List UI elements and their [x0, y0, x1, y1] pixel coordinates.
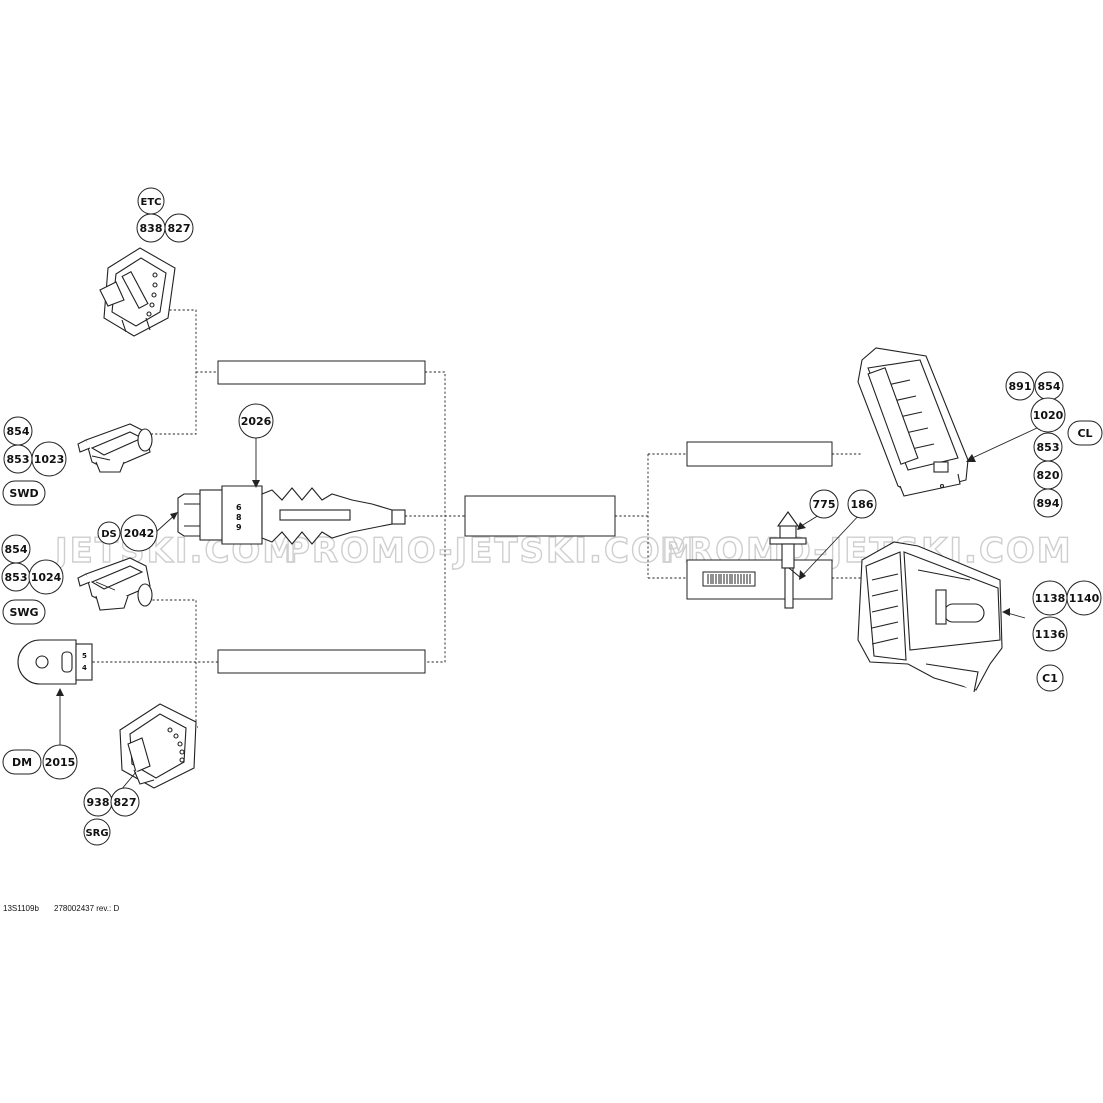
callout-c1: C1 [1042, 672, 1058, 685]
callout-854-a: 854 [7, 425, 30, 438]
callout-854-c: 854 [1038, 380, 1061, 393]
sensor-pin-1: 6 [236, 503, 242, 512]
callout-1140: 1140 [1069, 592, 1100, 605]
srg-connector [119, 703, 197, 789]
callout-1020: 1020 [1033, 409, 1064, 422]
callout-853-b: 853 [5, 571, 28, 584]
callout-894: 894 [1037, 497, 1060, 510]
bellows-sensor [177, 485, 406, 545]
callout-854-b: 854 [5, 543, 28, 556]
callout-dm: DM [12, 756, 32, 769]
callout-827-bottom: 827 [114, 796, 137, 809]
etc-connector [99, 247, 176, 337]
callout-938: 938 [87, 796, 110, 809]
c1-connector [857, 541, 1003, 693]
barcode-label [702, 571, 756, 587]
arrowheads [56, 454, 1010, 696]
callout-820: 820 [1037, 469, 1060, 482]
callout-swd: SWD [9, 487, 38, 500]
callout-186: 186 [851, 498, 874, 511]
swd-connector [77, 423, 153, 473]
callout-ds: DS [101, 529, 117, 540]
callout-1136: 1136 [1035, 628, 1066, 641]
callout-srg: SRG [85, 828, 108, 839]
swg-connector [77, 557, 153, 611]
callout-853-a: 853 [7, 453, 30, 466]
callout-2015: 2015 [45, 756, 76, 769]
fuse-pin [769, 511, 807, 609]
harness-box-bottom [217, 649, 426, 674]
callout-838: 838 [140, 222, 163, 235]
dm-pin-top: 5 [82, 652, 87, 660]
watermark-2: PROMO-JETSKI.COM [285, 531, 698, 571]
sensor-pin-3: 9 [236, 523, 242, 532]
diagram-code: 13S1109b [3, 904, 39, 913]
diagram-reference: 278002437 rev.: D [54, 904, 120, 913]
harness-box-top [217, 360, 426, 385]
callout-2042: 2042 [124, 527, 155, 540]
callout-rounded-labels [2, 420, 1103, 775]
sensor-pin-2: 8 [236, 513, 242, 522]
callout-891: 891 [1009, 380, 1032, 393]
harness-box-right-top [686, 441, 833, 467]
callout-etc: ETC [141, 197, 162, 208]
callout-827-top: 827 [168, 222, 191, 235]
callout-1024: 1024 [31, 571, 62, 584]
callout-1023: 1023 [34, 453, 65, 466]
dm-pin-bottom: 4 [82, 664, 87, 672]
callout-775: 775 [813, 498, 836, 511]
dm-module [17, 639, 93, 685]
harness-box-center [464, 495, 616, 537]
callout-1138: 1138 [1035, 592, 1066, 605]
callout-cl: CL [1077, 427, 1092, 440]
callouts [1, 187, 1102, 846]
harness-boxes [217, 360, 833, 674]
harness-lines [75, 309, 862, 728]
callout-swg: SWG [9, 606, 38, 619]
callout-2026: 2026 [241, 415, 272, 428]
callout-853-c: 853 [1037, 441, 1060, 454]
cl-connector [857, 347, 969, 497]
